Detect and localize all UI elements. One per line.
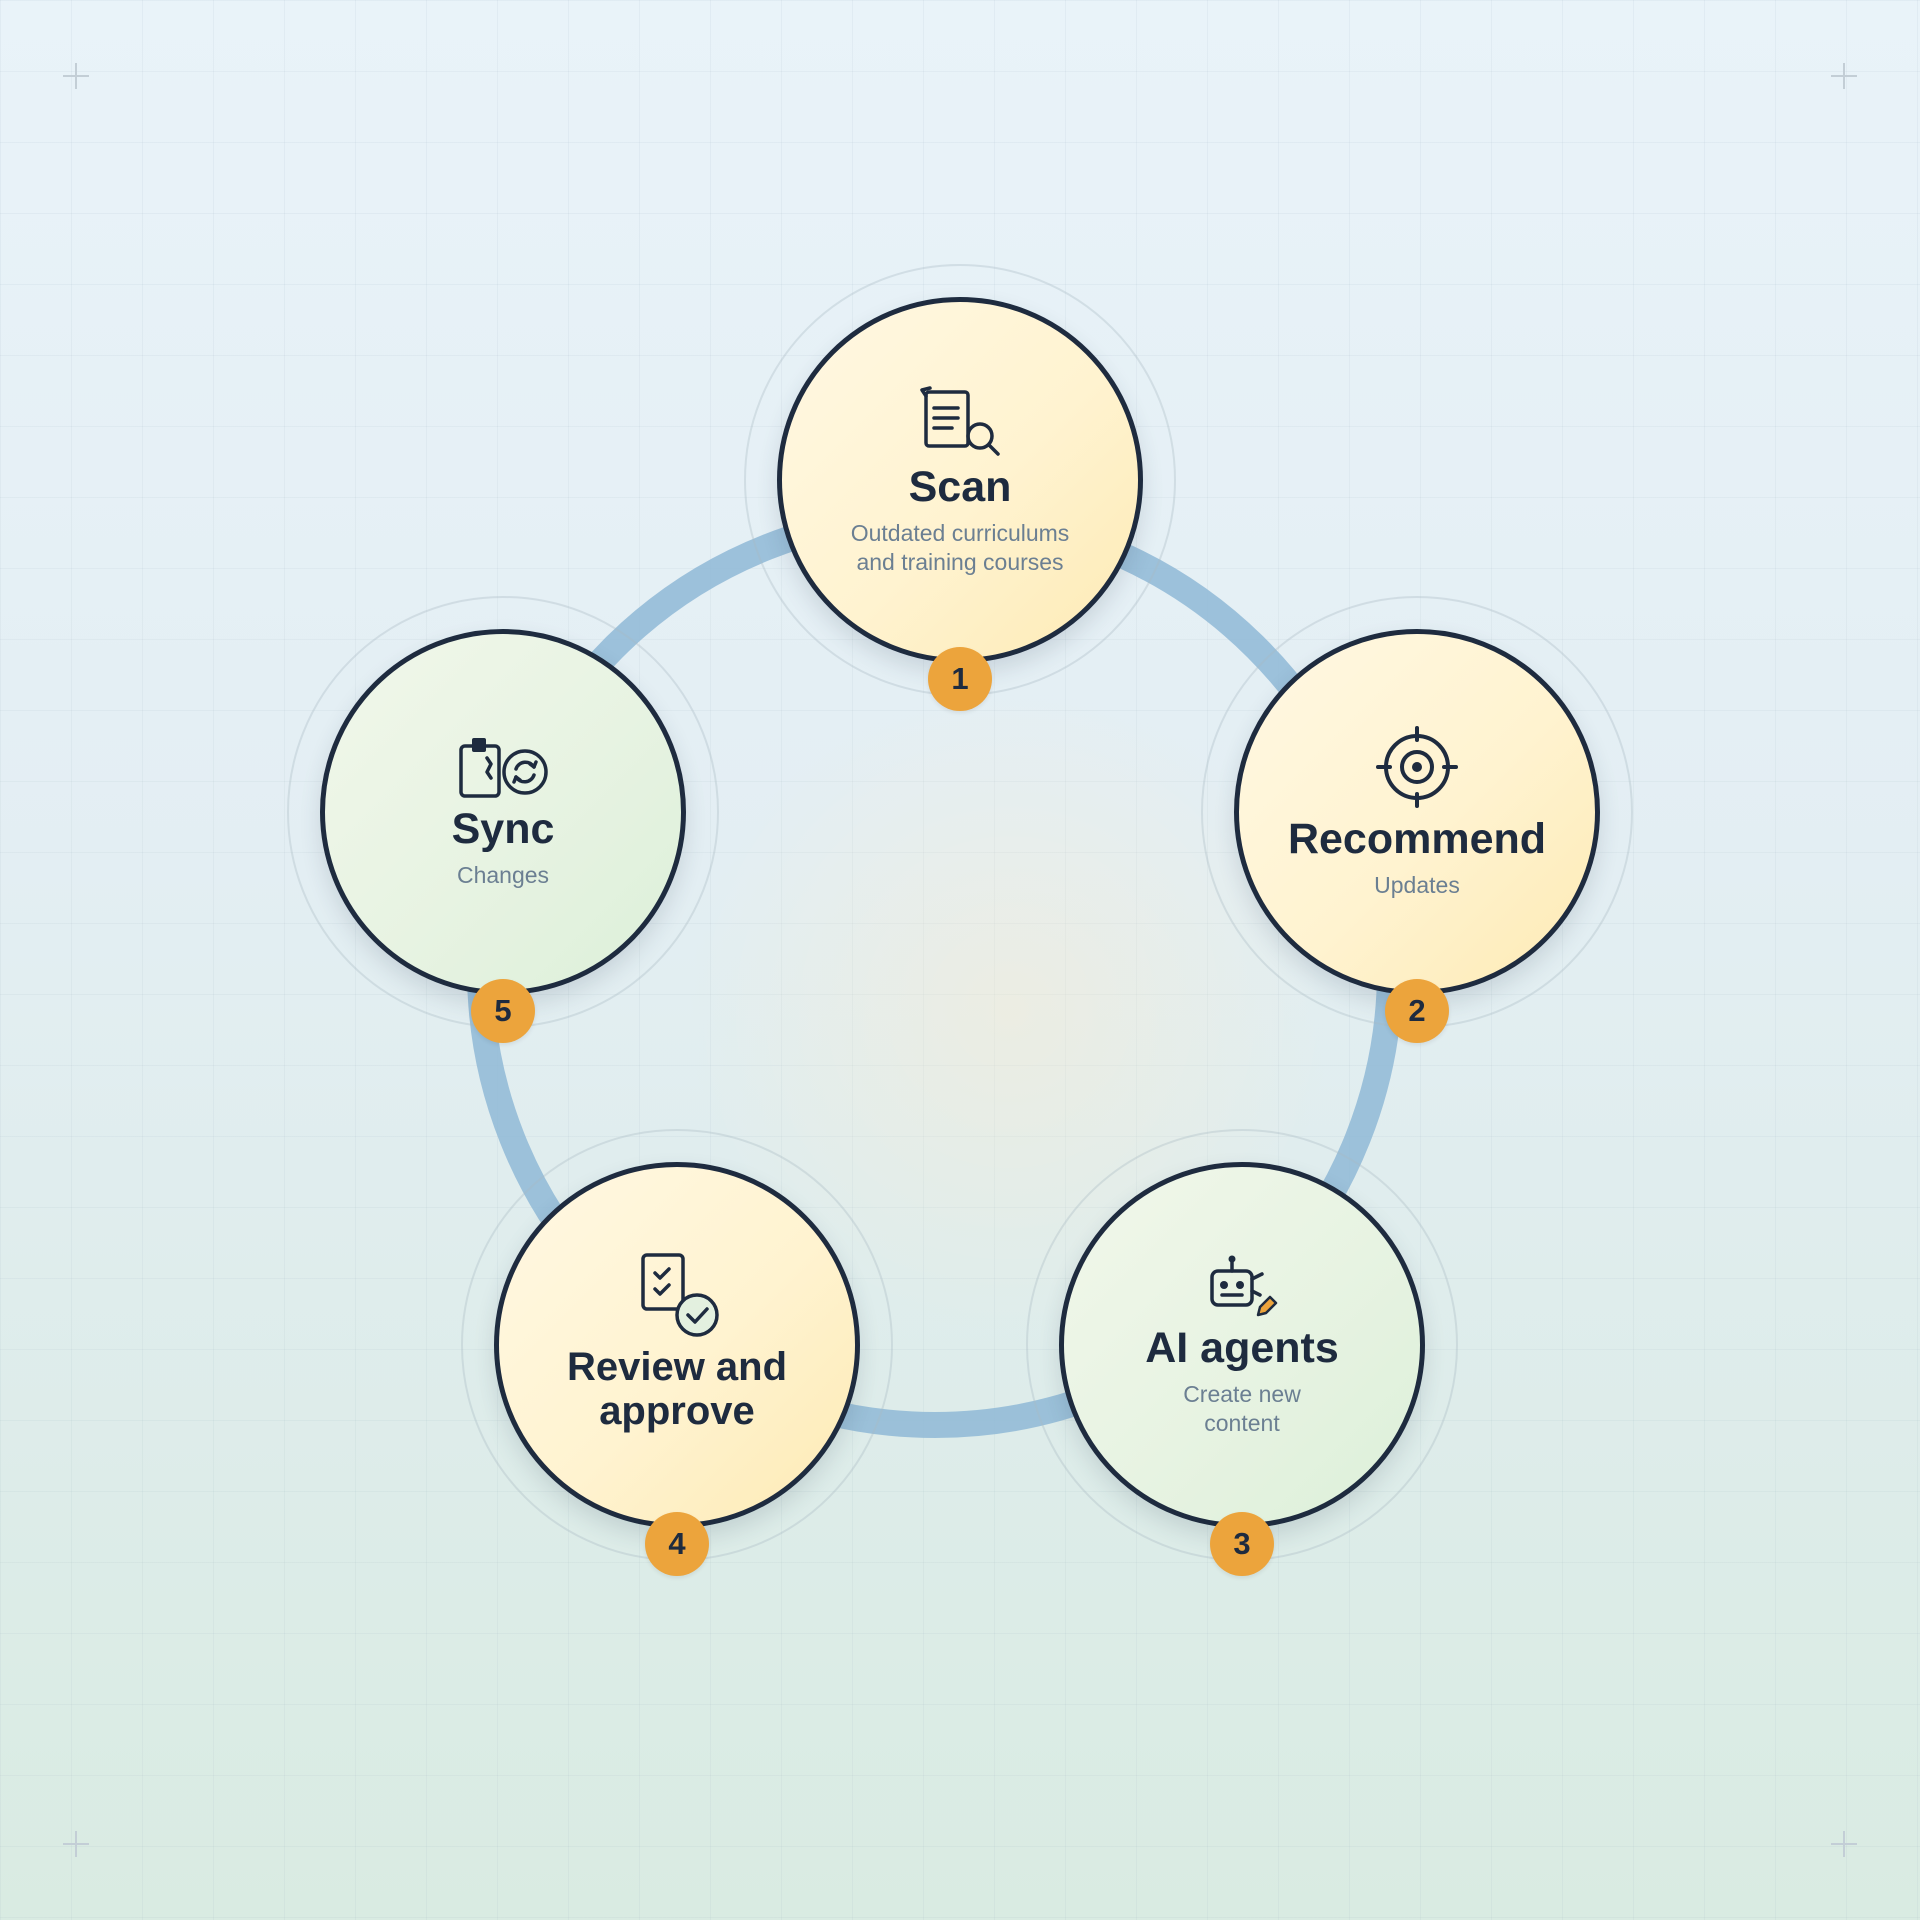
step-2-title: Recommend bbox=[1287, 814, 1547, 863]
robot-pencil-icon bbox=[1210, 1255, 1278, 1316]
step-4-node: Review and approve bbox=[494, 1162, 860, 1528]
corner-mark-bottom-left bbox=[63, 1831, 89, 1857]
step-1-node: Scan Outdated curriculums and training c… bbox=[777, 297, 1143, 663]
step-3-subtitle: Create new content bbox=[1183, 1380, 1301, 1436]
step-4-badge: 4 bbox=[645, 1512, 709, 1576]
step-3-node: AI agents Create new content bbox=[1059, 1162, 1425, 1528]
step-5-node: Sync Changes bbox=[320, 629, 686, 995]
step-1-subtitle: Outdated curriculums and training course… bbox=[850, 519, 1070, 575]
step-2-node: Recommend Updates bbox=[1234, 629, 1600, 995]
checklist-approve-icon bbox=[641, 1253, 719, 1337]
corner-mark-top-left bbox=[63, 63, 89, 89]
step-3-badge: 3 bbox=[1210, 1512, 1274, 1576]
clipboard-sync-icon bbox=[459, 737, 548, 798]
step-1-badge: 1 bbox=[928, 647, 992, 711]
target-icon bbox=[1376, 725, 1458, 808]
step-5-title: Sync bbox=[451, 804, 555, 853]
corner-mark-top-right bbox=[1831, 63, 1857, 89]
step-5-badge: 5 bbox=[471, 979, 535, 1043]
document-search-icon bbox=[920, 385, 1000, 456]
step-2-subtitle: Updates bbox=[1374, 872, 1460, 899]
step-3-title: AI agents bbox=[1145, 1323, 1339, 1372]
step-4-title: Review and approve bbox=[566, 1345, 788, 1433]
step-2-badge: 2 bbox=[1385, 979, 1449, 1043]
step-5-subtitle: Changes bbox=[456, 862, 550, 889]
corner-mark-bottom-right bbox=[1831, 1831, 1857, 1857]
step-1-title: Scan bbox=[908, 462, 1012, 511]
